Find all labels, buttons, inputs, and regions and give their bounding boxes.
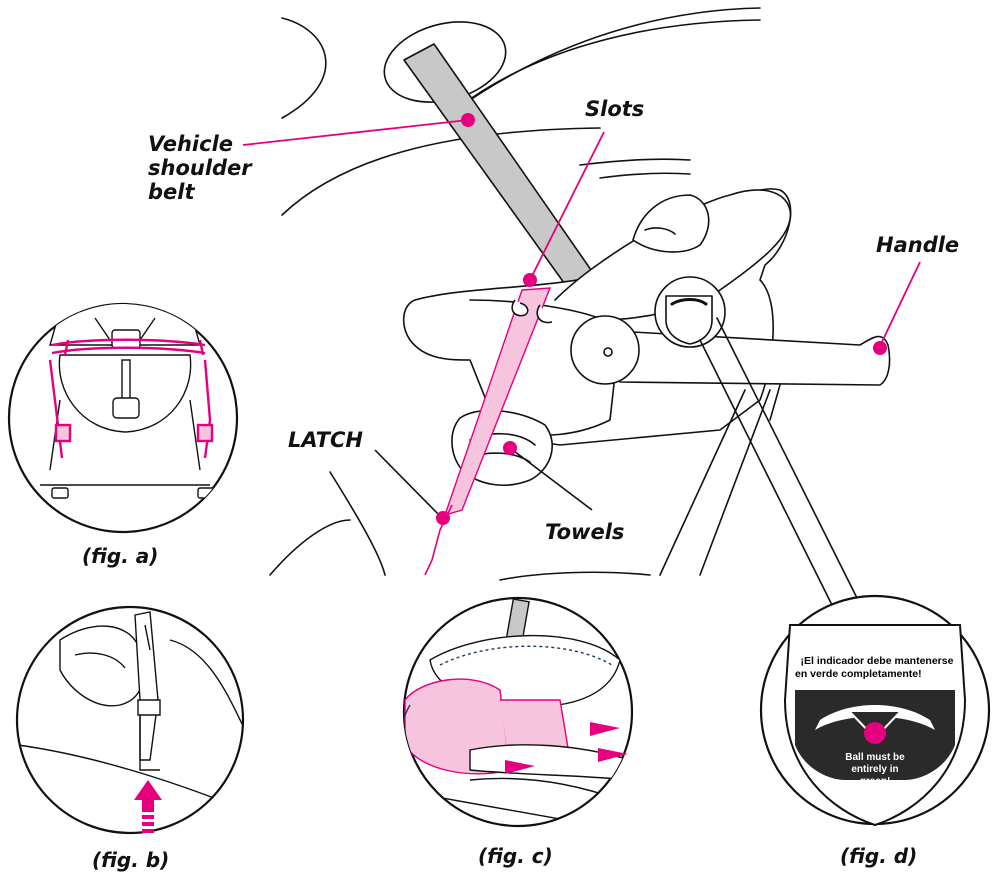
slots-dot (523, 273, 537, 287)
latch-dot (436, 511, 450, 525)
decal-spanish-text: ¡El indicador debe mantenerse en verde c… (795, 655, 959, 681)
handle-label: Handle (876, 233, 959, 257)
vehicle-seat-back-curve (282, 128, 600, 215)
latch-label: LATCH (288, 428, 363, 452)
decal-english-line1: Ball must be (835, 752, 915, 764)
vehicle-floor-curve (270, 520, 350, 575)
handle-dot (873, 341, 887, 355)
vehicle-seat-line-1 (580, 159, 690, 165)
indicator-ball (864, 722, 886, 744)
towels-dot (503, 441, 517, 455)
vehicle-belt-label-line2: shoulder (148, 156, 252, 180)
fig-d-inset (761, 596, 989, 825)
decal-english-line2: entirely in (835, 764, 915, 776)
fig-b-caption: (fig. b) (92, 848, 169, 872)
fig-a-caption: (fig. a) (82, 544, 158, 568)
towels-label: Towels (545, 520, 624, 544)
fig-a-inset (9, 299, 237, 532)
vehicle-belt-dot (461, 113, 475, 127)
fig-b-inset (17, 607, 245, 833)
fig-c-caption: (fig. c) (478, 844, 553, 868)
main-illustration (270, 8, 890, 605)
vehicle-belt-label-line1: Vehicle (148, 132, 252, 156)
vehicle-belt-label-line3: belt (148, 180, 252, 204)
slots-label: Slots (585, 97, 644, 121)
vehicle-window-curve (282, 18, 326, 118)
fig-d-caption: (fig. d) (840, 844, 917, 868)
decal-english-text: Ball must be entirely in green! (835, 752, 915, 788)
vehicle-shoulder-belt-label: Vehicle shoulder belt (148, 132, 252, 204)
carrier-handle (598, 330, 890, 385)
decal-spanish-line1: ¡El indicador debe mantenerse (795, 655, 959, 668)
baby-head (633, 195, 709, 252)
fig-c-inset (400, 598, 632, 830)
decal-english-line3: green! (835, 776, 915, 788)
vehicle-seat-cushion (330, 472, 385, 575)
vehicle-seat-line-2 (600, 173, 690, 178)
stand-leg-3 (770, 385, 780, 420)
decal-spanish-line2: en verde completamente! (795, 668, 959, 681)
vehicle-footwell (500, 572, 650, 580)
